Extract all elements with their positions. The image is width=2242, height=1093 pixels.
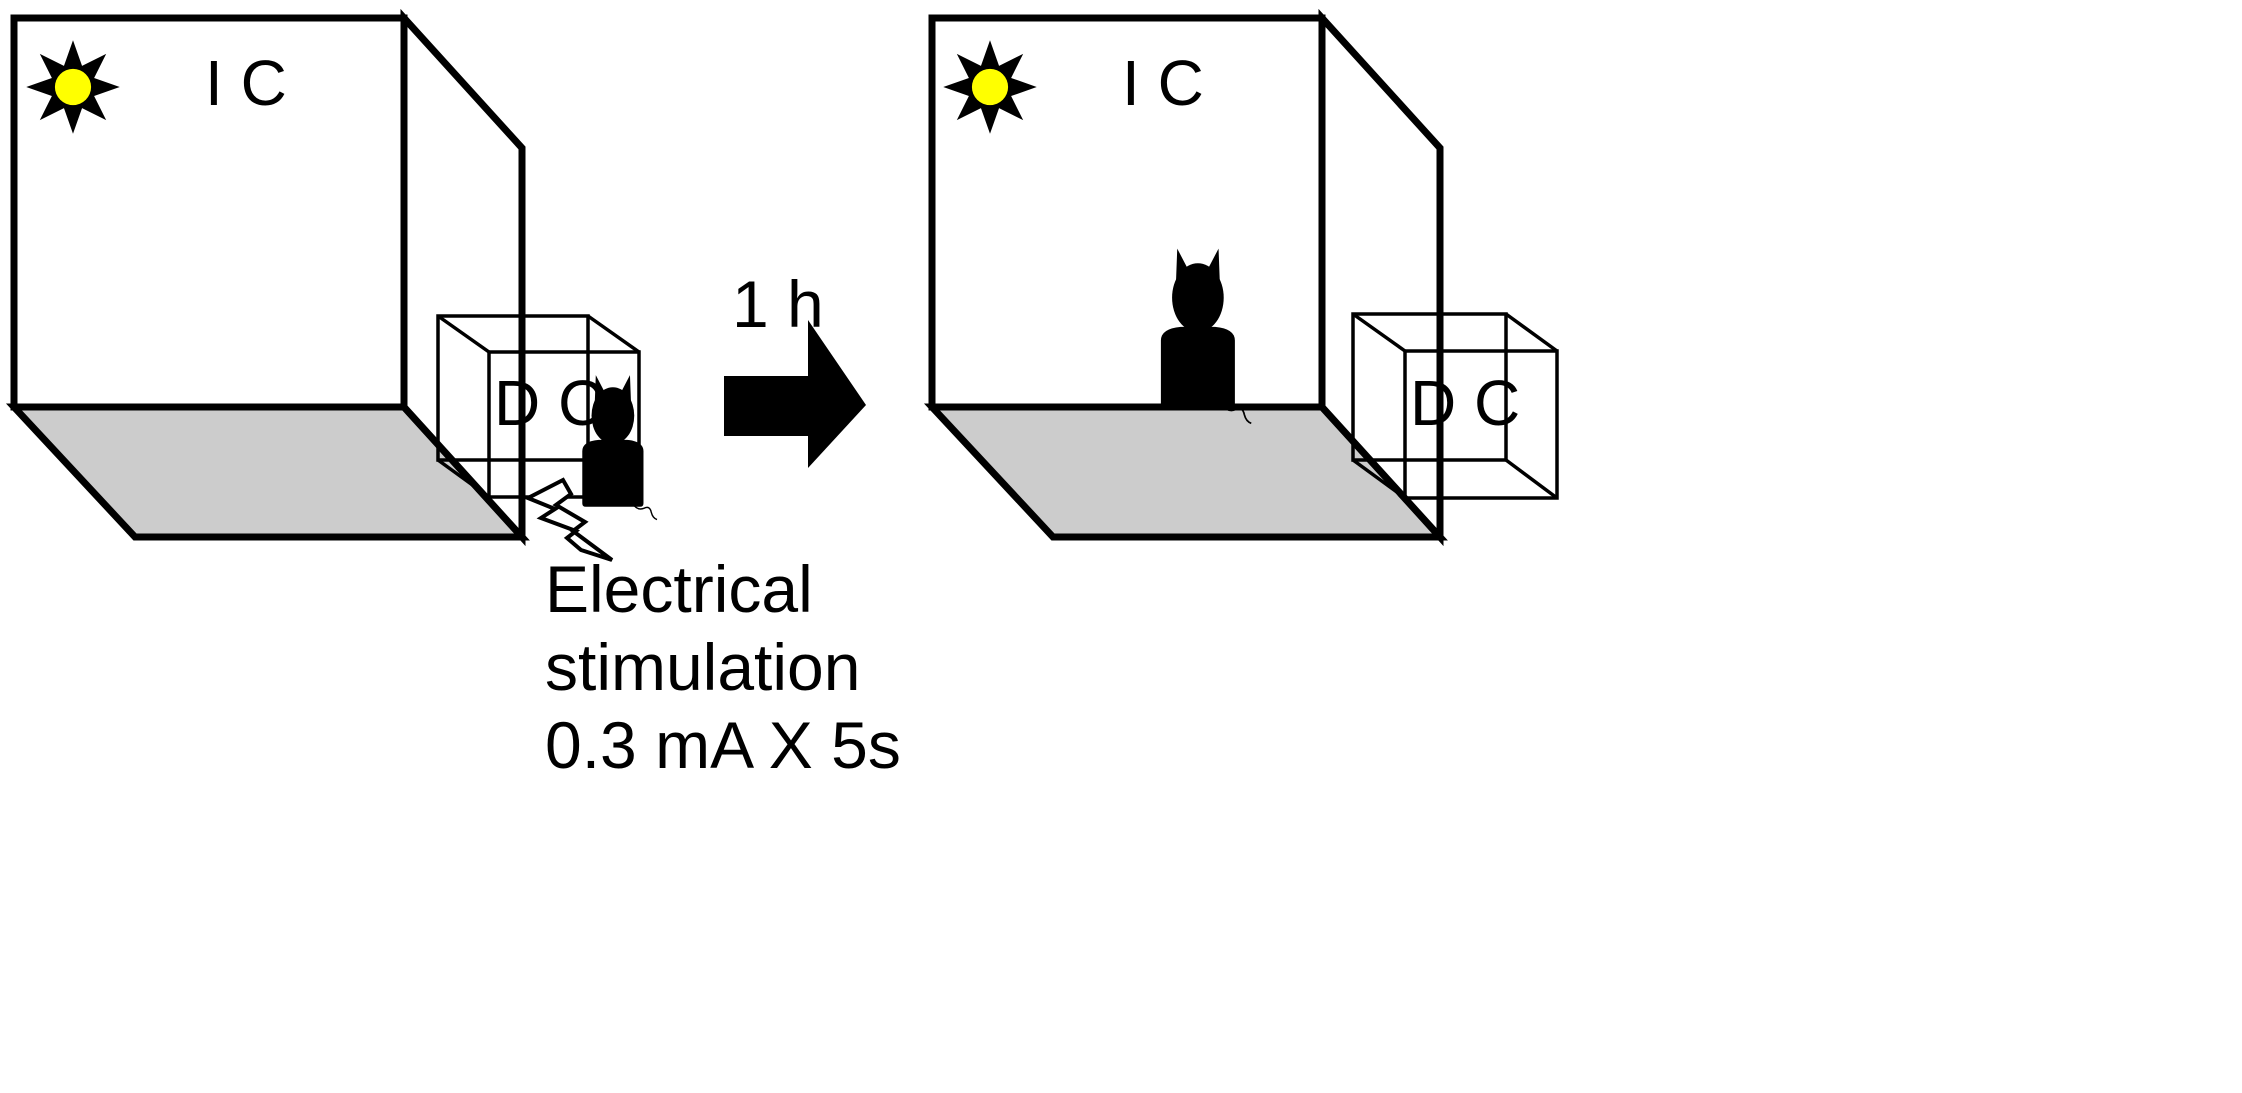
- illuminated-compartment-label: I C: [205, 47, 287, 119]
- lightning-bolt-icon: [523, 477, 614, 562]
- right-arrow-icon: [724, 320, 866, 468]
- dark-compartment-box-2: [1351, 312, 1559, 500]
- left-panel: I C D C Electrical stimulation 0.3 mA X …: [5, 8, 901, 782]
- stimulation-line-1: Electrical: [545, 552, 813, 626]
- illuminated-compartment-front-2: [928, 14, 1326, 411]
- stimulation-line-3: 0.3 mA X 5s: [545, 708, 901, 782]
- sun-icon: [26, 40, 120, 134]
- stimulation-caption: Electrical stimulation 0.3 mA X 5s: [545, 552, 901, 782]
- transition: 1 h: [724, 267, 866, 468]
- dark-compartment-label: D C: [494, 367, 604, 439]
- stimulation-line-2: stimulation: [545, 630, 860, 704]
- dark-compartment-label-2: D C: [1410, 367, 1520, 439]
- right-panel: I C D C: [923, 8, 1559, 547]
- illuminated-compartment-label-2: I C: [1122, 47, 1204, 119]
- sun-icon: [943, 40, 1037, 134]
- dark-compartment-box: [436, 314, 641, 499]
